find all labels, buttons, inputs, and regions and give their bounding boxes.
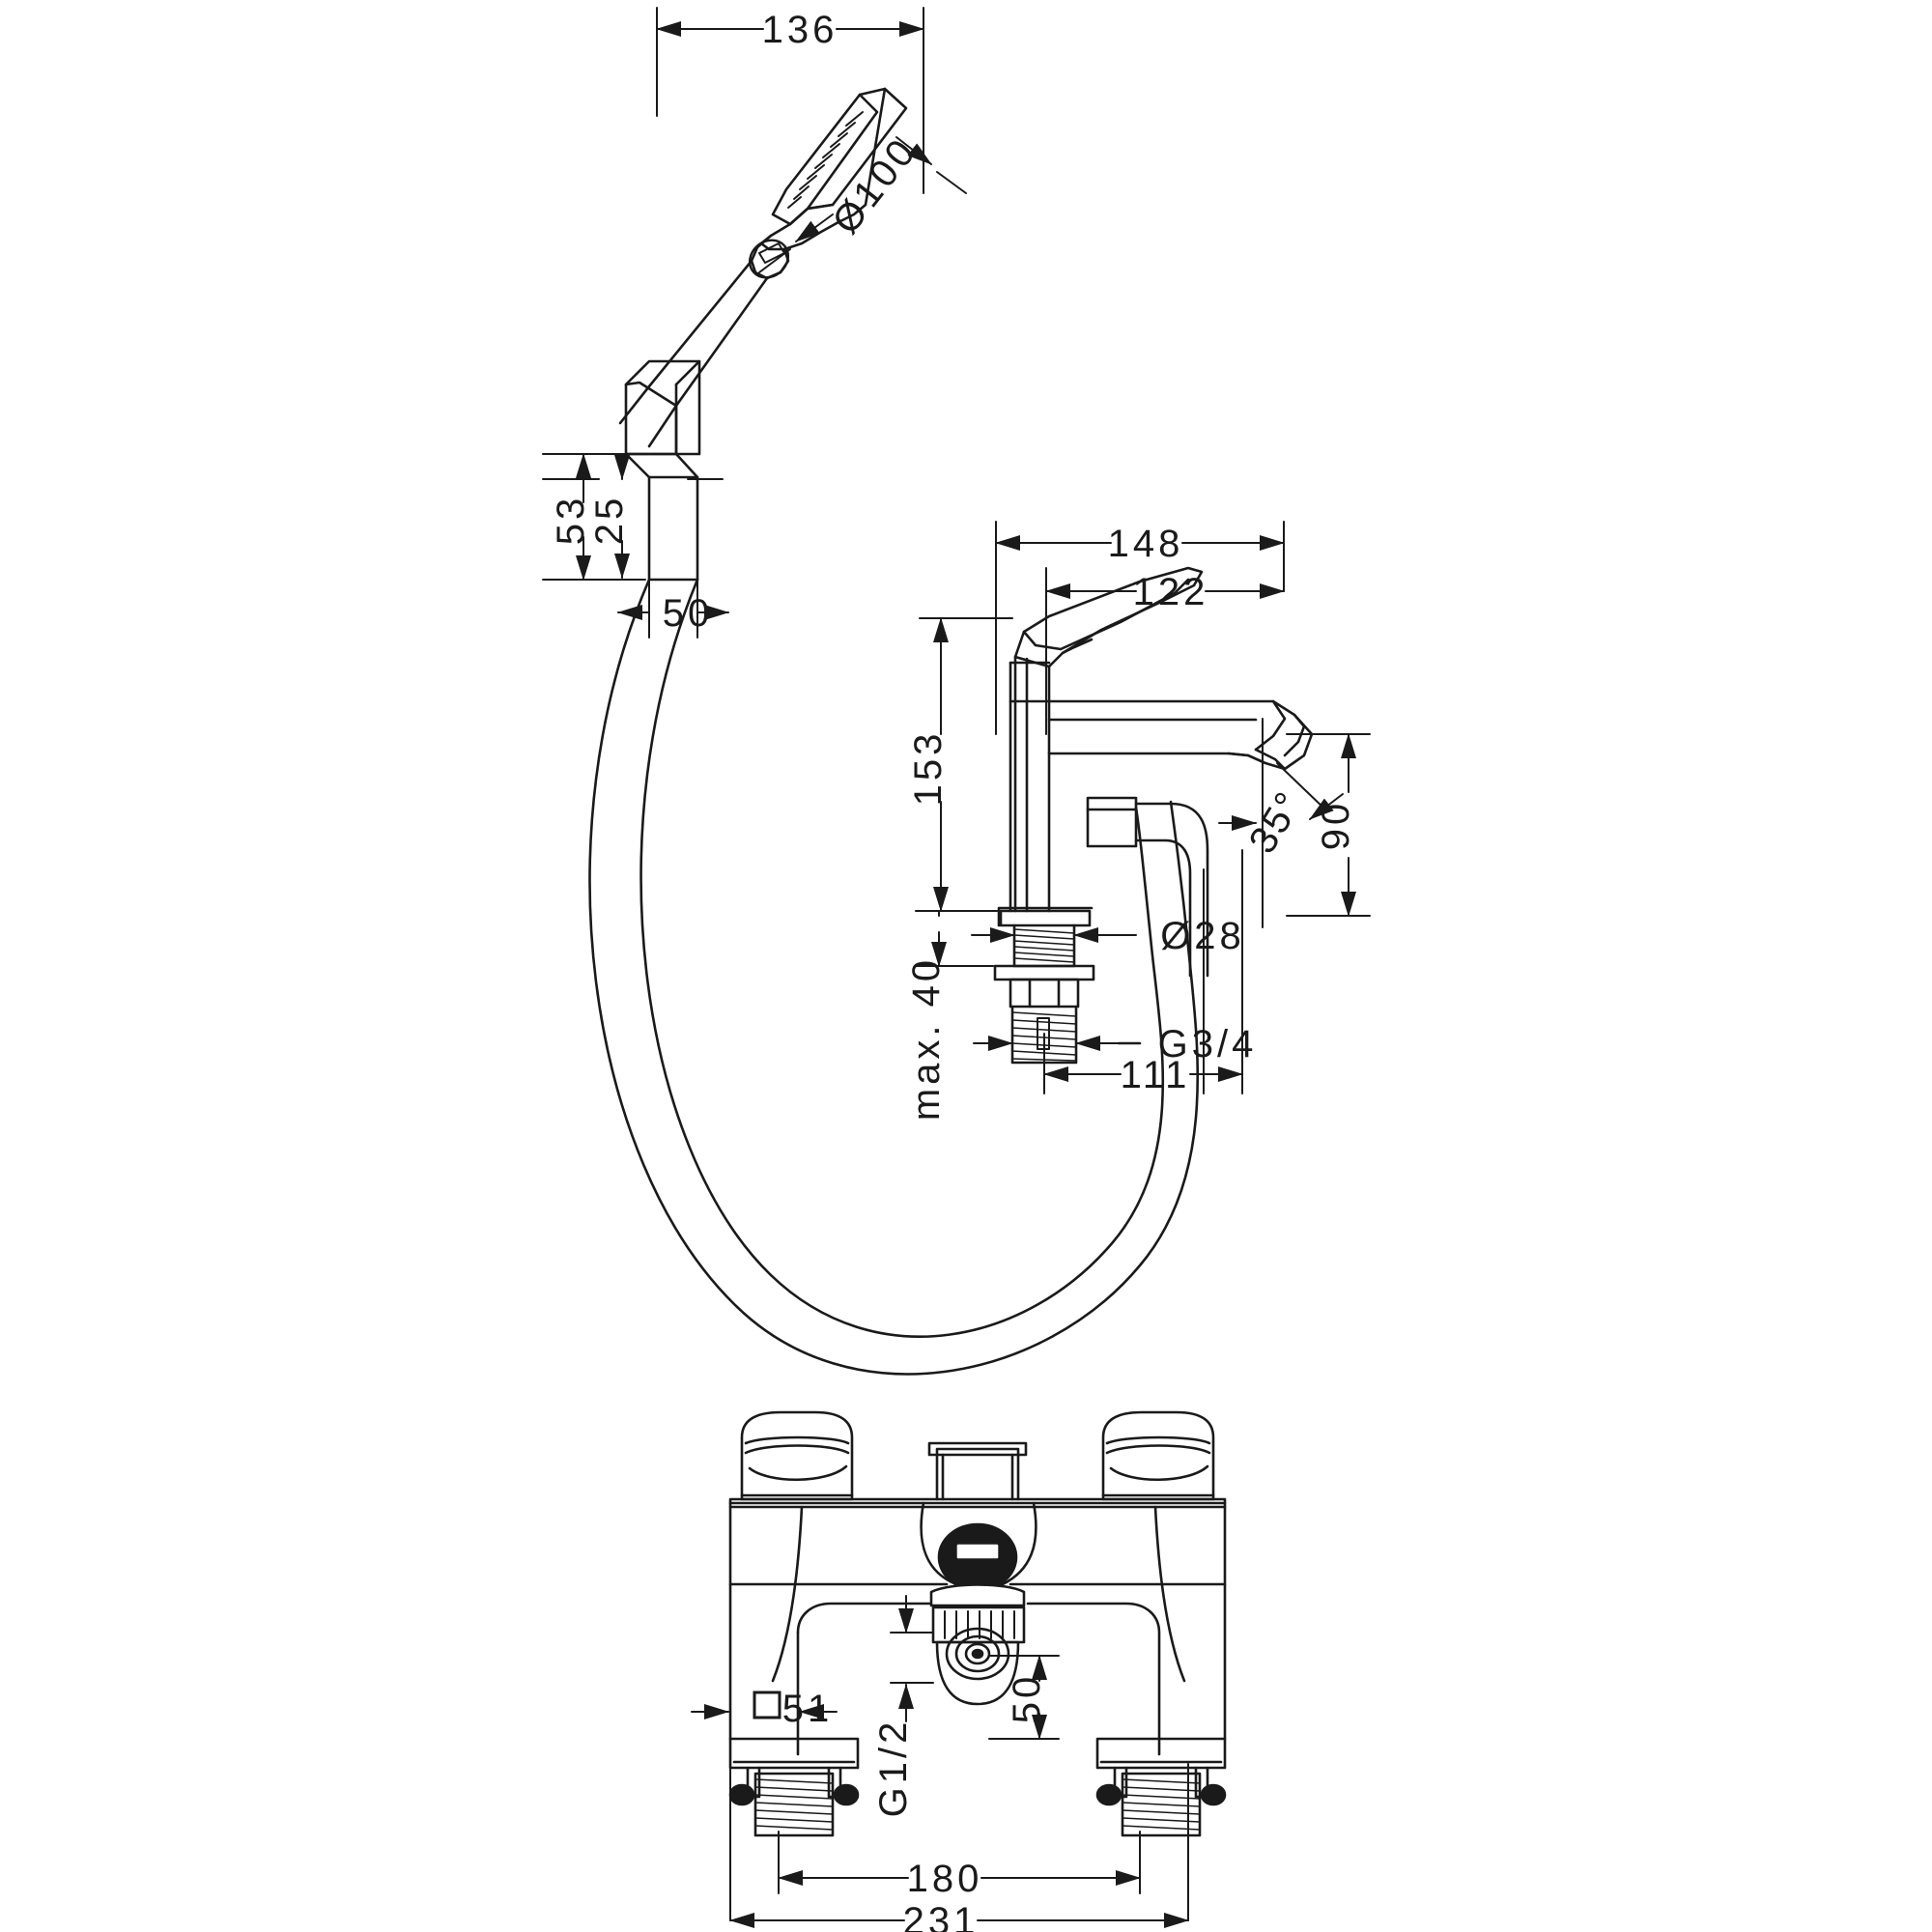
handshower-head (748, 87, 908, 280)
dim-label-25: 25 (588, 495, 631, 546)
dim-label-148: 148 (1108, 523, 1184, 565)
handle-cap-right (1101, 1410, 1215, 1501)
extension-lines-111 (1043, 849, 1243, 1094)
dim-label-51: 51 (782, 1688, 834, 1730)
dim-label-50b: 50 (1006, 1673, 1048, 1724)
mixer-lever (1013, 566, 1204, 668)
dimension-labels: 136 Ø100 53 25 50 148 122 153 90 35° Ø28… (550, 9, 1357, 1932)
dim-label-90: 90 (1315, 800, 1357, 851)
dim-label-122: 122 (1133, 571, 1209, 613)
dim-label-136: 136 (762, 9, 838, 51)
dim-label-111: 111 (1121, 1054, 1191, 1096)
dim-line-35deg (1218, 762, 1344, 831)
dim-label-max40: max. 40 (905, 956, 948, 1121)
base-pillar-right (1095, 1737, 1227, 1837)
extension-lines-g12 (890, 1632, 934, 1684)
dim-label-g12: G1/2 (872, 1719, 915, 1818)
handshower-view (542, 7, 1200, 1376)
dim-label-153: 153 (907, 730, 950, 807)
dim-line-d100 (758, 136, 967, 273)
mixer-front-body (728, 1497, 1227, 1756)
shower-hose (588, 578, 1200, 1376)
handshower-handle (618, 259, 769, 448)
mixer-front-view (691, 1410, 1227, 1928)
handle-cap-left (740, 1410, 854, 1501)
dim-label-180: 180 (907, 1858, 983, 1900)
base-pillar-left (728, 1737, 860, 1837)
diverter-button (927, 1441, 1028, 1501)
extension-lines-50b (988, 1655, 1060, 1740)
dim-label-d28: Ø28 (1160, 915, 1245, 957)
extension-lines-180-231 (729, 1763, 1189, 1921)
square-symbol-icon (753, 1690, 781, 1719)
dim-label-53: 53 (550, 495, 592, 546)
extension-lines-50 (648, 575, 698, 639)
dim-label-50: 50 (663, 592, 714, 635)
thread-hatch-upper (1013, 928, 1075, 963)
thread-hatch-left (754, 1778, 834, 1831)
mixer-side-view (915, 521, 1371, 1094)
mixer-body (1009, 655, 1314, 978)
dim-label-231: 231 (903, 1900, 980, 1932)
extension-lines-53-25 (542, 453, 724, 581)
handshower-bracket (624, 359, 701, 582)
extension-lines-max40 (915, 910, 998, 967)
dim-label-35deg: 35° (1241, 783, 1312, 861)
thread-hatch-right (1122, 1778, 1201, 1831)
dim-label-g34: G3/4 (1158, 1023, 1258, 1065)
